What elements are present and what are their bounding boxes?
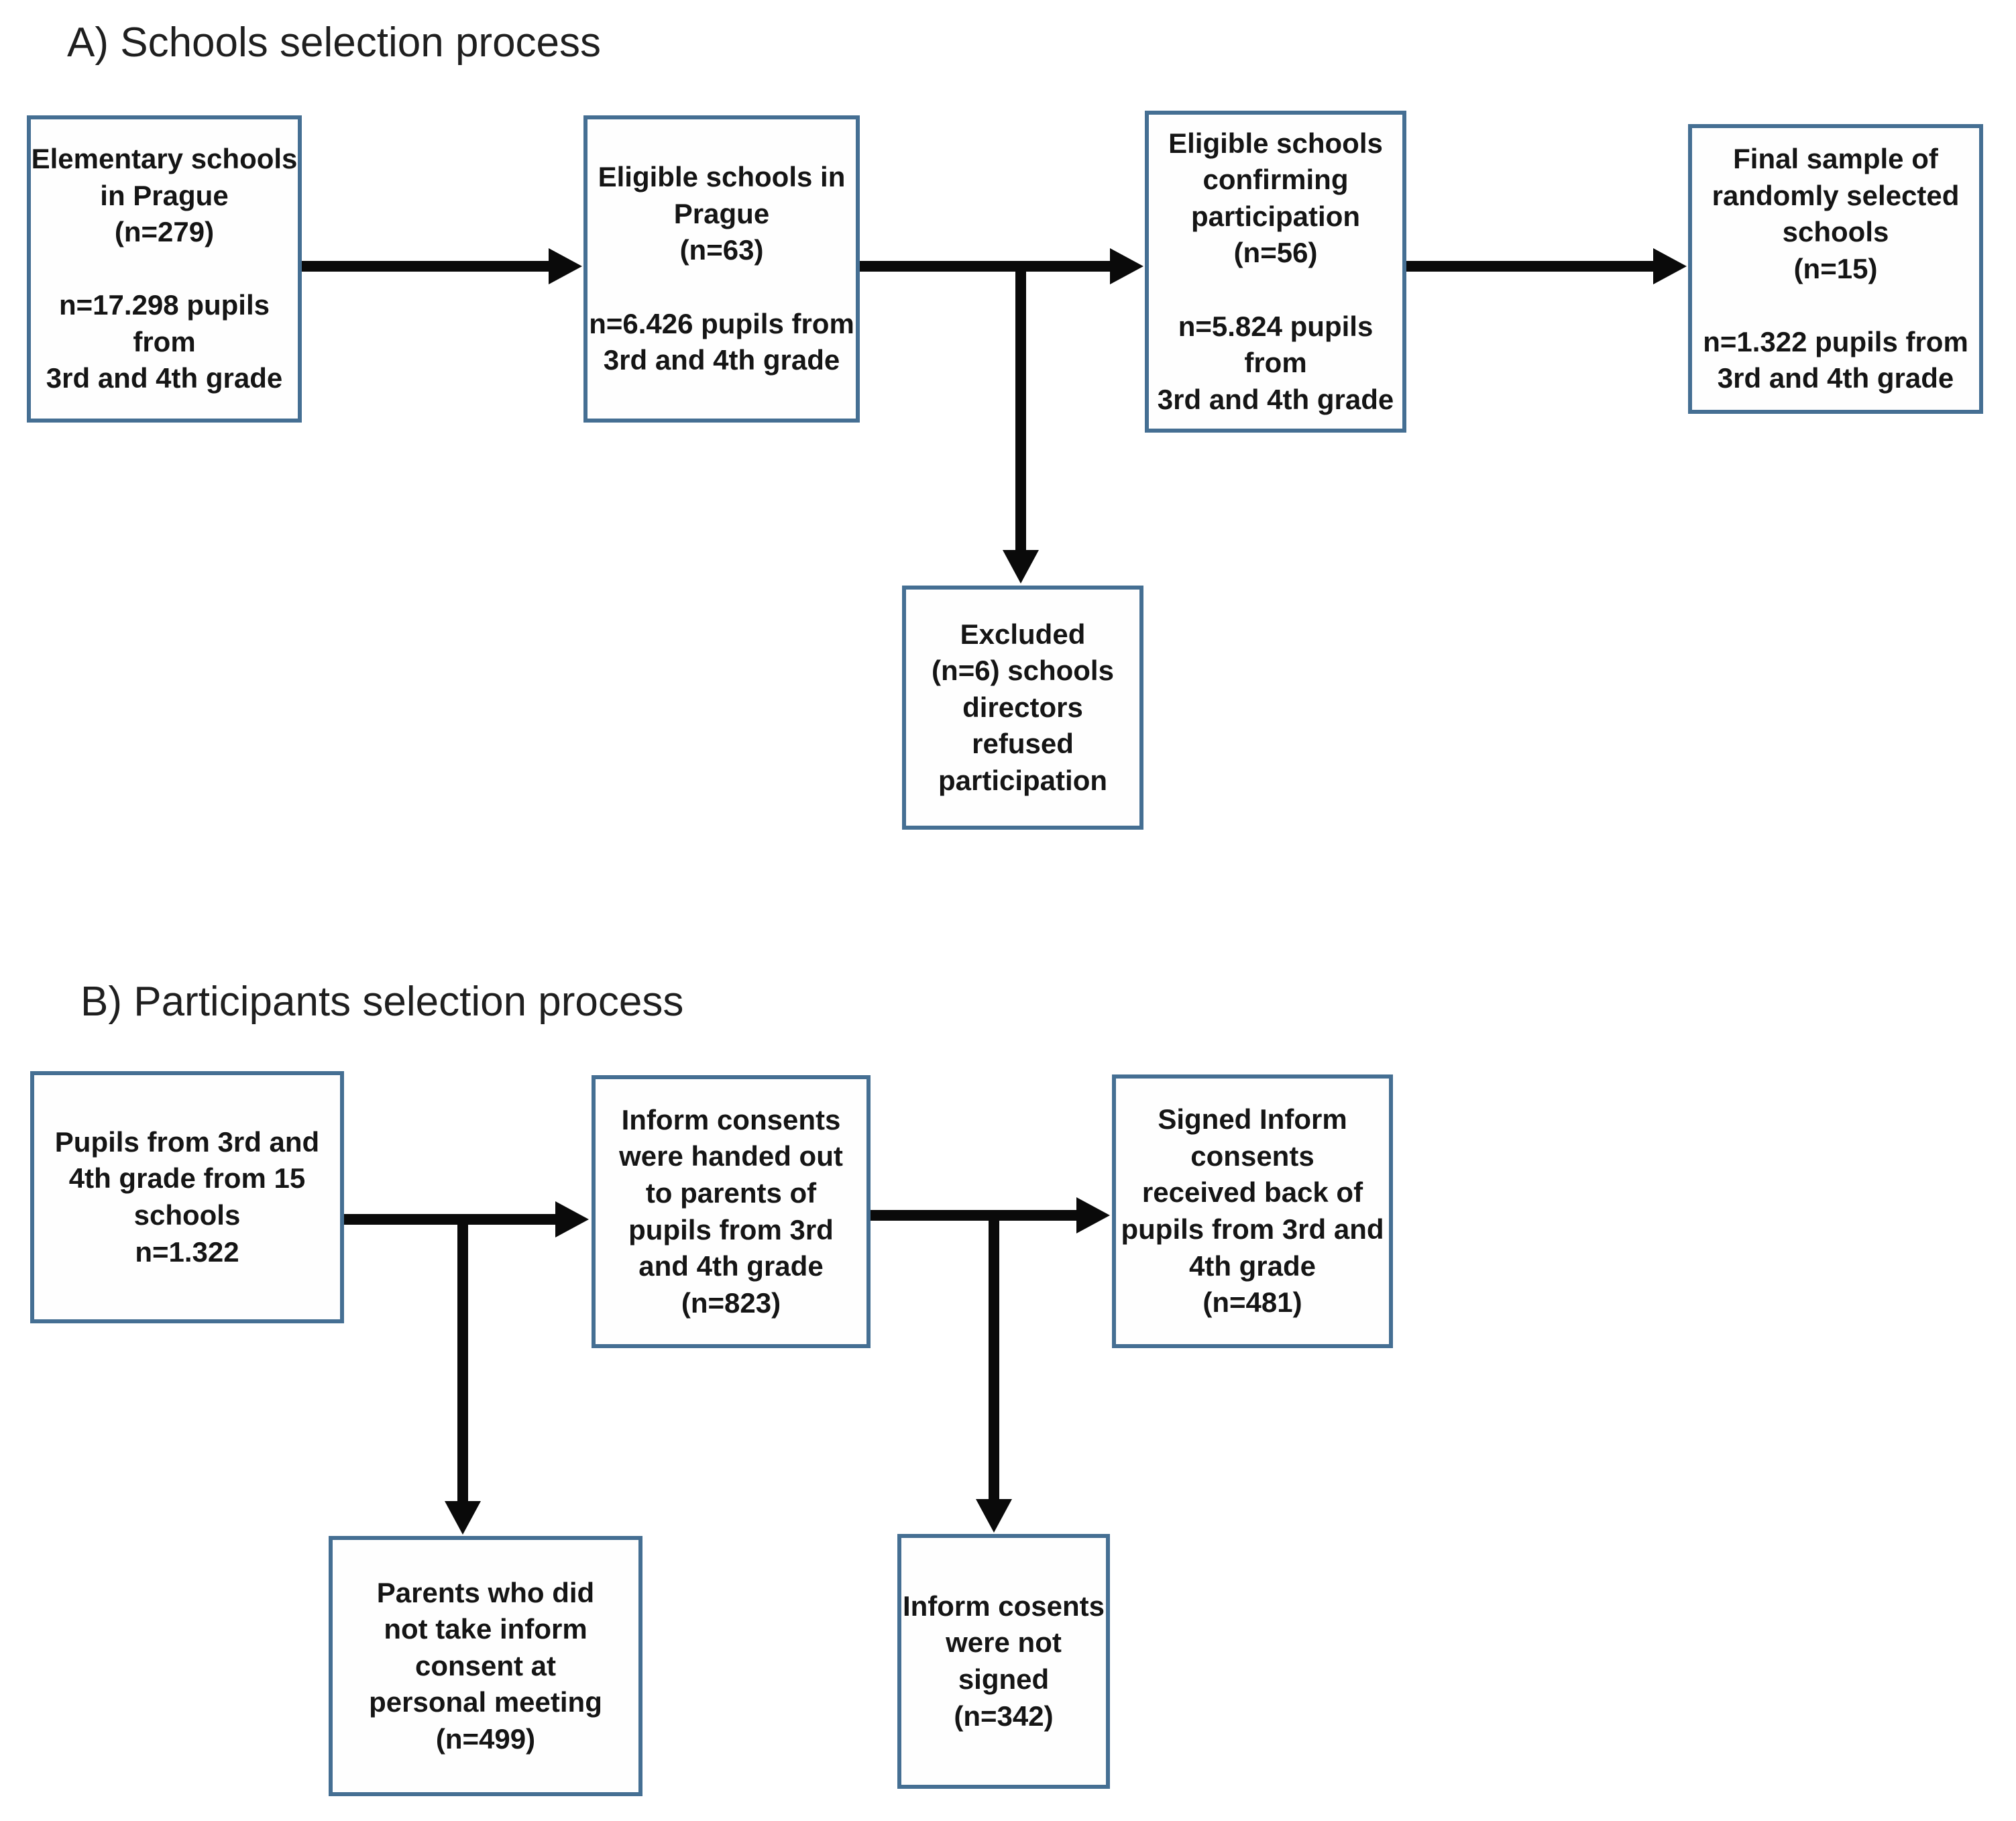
section-b-title: B) Participants selection process xyxy=(80,979,684,1025)
arrow-line xyxy=(989,1210,999,1500)
arrow-line xyxy=(871,1210,1078,1221)
arrow-line xyxy=(457,1214,468,1502)
box-final-sample: Final sample of randomly selected school… xyxy=(1688,124,1983,414)
box-consents-handed-out-text: Inform consents were handed out to paren… xyxy=(619,1103,843,1319)
box-parents-no-consent: Parents who did not take inform consent … xyxy=(329,1536,642,1796)
box-pupils-15-schools: Pupils from 3rd and 4th grade from 15 sc… xyxy=(30,1071,344,1323)
arrow-head-down-icon xyxy=(976,1499,1012,1533)
box-eligible-schools-text: Eligible schools in Prague (n=63) n=6.42… xyxy=(589,161,854,376)
box-consents-handed-out: Inform consents were handed out to paren… xyxy=(592,1075,871,1348)
arrow-head-right-icon xyxy=(1076,1197,1110,1233)
box-excluded-schools: Excluded (n=6) schools directors refused… xyxy=(902,586,1143,830)
box-consents-not-signed: Inform cosents were not signed (n=342) xyxy=(897,1534,1110,1789)
arrow-head-down-icon xyxy=(1003,550,1039,584)
arrow-head-right-icon xyxy=(555,1201,589,1237)
arrow-head-right-icon xyxy=(1110,248,1143,284)
arrow-line xyxy=(860,261,1111,272)
box-confirming-schools: Eligible schools confirming participatio… xyxy=(1145,111,1406,433)
arrow-head-down-icon xyxy=(445,1501,481,1535)
box-consents-not-signed-text: Inform cosents were not signed (n=342) xyxy=(902,1590,1105,1732)
box-confirming-schools-text: Eligible schools confirming participatio… xyxy=(1157,127,1394,415)
box-final-sample-text: Final sample of randomly selected school… xyxy=(1703,142,1968,394)
box-eligible-schools: Eligible schools in Prague (n=63) n=6.42… xyxy=(583,115,860,423)
section-a-title: A) Schools selection process xyxy=(67,19,602,66)
arrow-line xyxy=(1406,261,1655,272)
arrow-line xyxy=(1015,261,1026,551)
box-excluded-schools-text: Excluded (n=6) schools directors refused… xyxy=(932,618,1114,796)
box-elementary-schools-text: Elementary schools in Prague (n=279) n=1… xyxy=(31,142,298,394)
box-pupils-15-schools-text: Pupils from 3rd and 4th grade from 15 sc… xyxy=(54,1125,320,1268)
box-consents-received: Signed Inform consents received back of … xyxy=(1112,1074,1393,1348)
box-parents-no-consent-text: Parents who did not take inform consent … xyxy=(369,1576,602,1755)
arrow-line xyxy=(344,1214,557,1225)
box-elementary-schools: Elementary schools in Prague (n=279) n=1… xyxy=(27,115,302,423)
arrow-line xyxy=(302,261,550,272)
arrow-head-right-icon xyxy=(549,248,582,284)
arrow-head-right-icon xyxy=(1653,248,1687,284)
box-consents-received-text: Signed Inform consents received back of … xyxy=(1121,1103,1384,1319)
